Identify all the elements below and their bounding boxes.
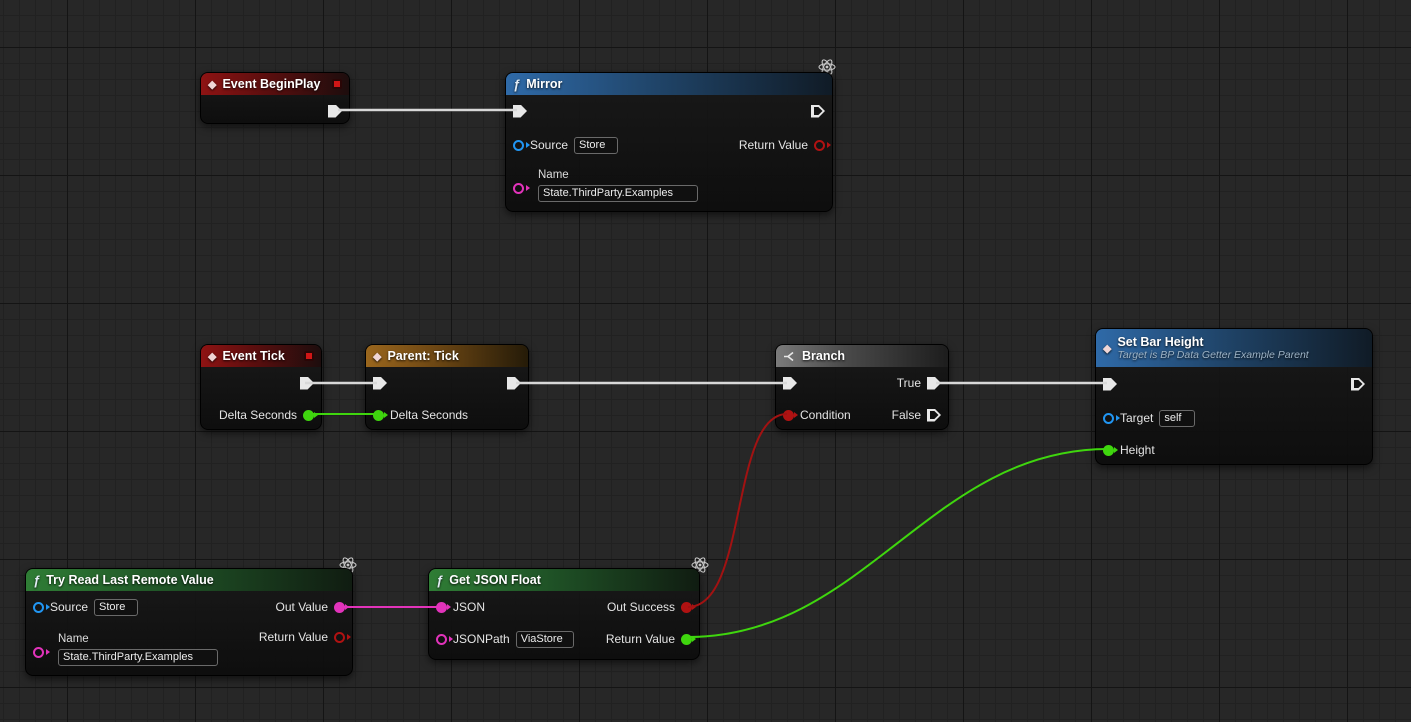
pin-label: Return Value — [738, 138, 808, 152]
function-icon: ƒ — [436, 572, 444, 588]
exec-out-pin[interactable] — [328, 105, 342, 118]
exec-out-pin[interactable] — [1351, 378, 1365, 391]
pin-label: Name — [538, 169, 569, 181]
jsonpath-pin[interactable] — [436, 633, 453, 645]
node-header[interactable]: ◆ Set Bar Height Target is BP Data Gette… — [1096, 329, 1372, 367]
node-header[interactable]: ƒ Mirror — [506, 73, 832, 95]
pin-label: Source — [50, 600, 89, 614]
node-title: Mirror — [526, 77, 563, 91]
event-icon: ◆ — [373, 350, 382, 363]
node-set-bar-height[interactable]: ◆ Set Bar Height Target is BP Data Gette… — [1095, 328, 1373, 465]
condition-pin[interactable] — [783, 409, 798, 421]
node-title: Get JSON Float — [449, 573, 541, 587]
node-subtitle: Target is BP Data Getter Example Parent — [1117, 349, 1309, 362]
exec-out-pin[interactable] — [507, 377, 521, 390]
node-mirror[interactable]: ƒ Mirror Source Return Value Name — [505, 72, 833, 212]
name-pin[interactable] — [513, 183, 530, 194]
branch-icon — [784, 351, 794, 361]
exec-out-pin[interactable] — [300, 377, 314, 390]
wire-bool-outsuccess-to-condition[interactable] — [687, 413, 788, 608]
node-title: Event BeginPlay — [222, 77, 321, 91]
node-title: Set Bar Height — [1117, 334, 1204, 349]
out-value-pin[interactable] — [334, 601, 349, 613]
node-title: Event Tick — [222, 349, 285, 363]
node-parent-tick[interactable]: ◆ Parent: Tick Delta Seconds — [365, 344, 529, 430]
node-try-read-last-remote-value[interactable]: ƒ Try Read Last Remote Value Source Out … — [25, 568, 353, 676]
return-value-pin[interactable] — [814, 139, 831, 151]
target-input[interactable] — [1159, 409, 1196, 427]
source-input[interactable] — [94, 598, 139, 616]
exec-in-pin[interactable] — [513, 105, 527, 118]
pin-label: Name — [58, 633, 89, 645]
pin-label: Return Value — [605, 632, 675, 646]
json-pin[interactable] — [436, 601, 451, 613]
node-get-json-float[interactable]: ƒ Get JSON Float JSON Out Success JSONPa… — [428, 568, 700, 660]
jsonpath-input[interactable] — [515, 630, 574, 648]
name-input[interactable] — [538, 184, 698, 202]
wire-float-returnvalue-to-height[interactable] — [687, 448, 1109, 638]
node-title: Parent: Tick — [387, 349, 459, 363]
return-value-pin[interactable] — [681, 633, 696, 645]
node-header[interactable]: ƒ Try Read Last Remote Value — [26, 569, 352, 591]
pin-label: Condition — [800, 408, 851, 422]
node-header[interactable]: ◆ Parent: Tick — [366, 345, 528, 367]
target-pin[interactable] — [1103, 412, 1120, 424]
source-input[interactable] — [574, 136, 619, 154]
editor-only-icon — [304, 351, 314, 361]
name-input[interactable] — [58, 648, 218, 666]
pin-label: JSONPath — [453, 632, 510, 646]
function-icon: ƒ — [513, 76, 521, 92]
function-icon: ƒ — [33, 572, 41, 588]
name-pin[interactable] — [33, 647, 50, 658]
pin-label: Delta Seconds — [390, 408, 469, 422]
pin-label: True — [896, 376, 921, 390]
event-icon: ◆ — [1103, 342, 1112, 355]
pin-label: Target — [1120, 411, 1154, 425]
event-icon: ◆ — [208, 350, 217, 363]
pin-label: Delta Seconds — [218, 408, 297, 422]
source-pin[interactable] — [33, 601, 50, 613]
delta-seconds-pin[interactable] — [303, 409, 318, 421]
pin-label: Out Success — [606, 600, 675, 614]
event-icon: ◆ — [208, 78, 217, 91]
source-pin[interactable] — [513, 139, 530, 151]
pin-label: Source — [530, 138, 569, 152]
return-value-pin[interactable] — [334, 631, 351, 643]
node-header[interactable]: ◆ Event Tick — [201, 345, 321, 367]
pin-label: False — [891, 408, 921, 422]
height-pin[interactable] — [1103, 444, 1118, 456]
editor-only-icon — [332, 79, 342, 89]
pin-label: Height — [1120, 443, 1155, 457]
out-success-pin[interactable] — [681, 601, 696, 613]
node-event-begin-play[interactable]: ◆ Event BeginPlay — [200, 72, 350, 124]
exec-in-pin[interactable] — [783, 377, 797, 390]
node-title: Try Read Last Remote Value — [46, 573, 214, 587]
false-exec-pin[interactable] — [927, 409, 941, 422]
node-title: Branch — [802, 349, 846, 363]
node-header[interactable]: Branch — [776, 345, 948, 367]
pin-label: JSON — [453, 600, 486, 614]
node-header[interactable]: ◆ Event BeginPlay — [201, 73, 349, 95]
pin-label: Return Value — [258, 630, 328, 644]
exec-out-pin[interactable] — [811, 105, 825, 118]
exec-in-pin[interactable] — [1103, 378, 1117, 391]
exec-in-pin[interactable] — [373, 377, 387, 390]
node-branch[interactable]: Branch True Condition False — [775, 344, 949, 430]
node-header[interactable]: ƒ Get JSON Float — [429, 569, 699, 591]
pin-label: Out Value — [275, 600, 328, 614]
delta-seconds-pin[interactable] — [373, 409, 388, 421]
node-event-tick[interactable]: ◆ Event Tick Delta Seconds — [200, 344, 322, 430]
true-exec-pin[interactable] — [927, 377, 941, 390]
